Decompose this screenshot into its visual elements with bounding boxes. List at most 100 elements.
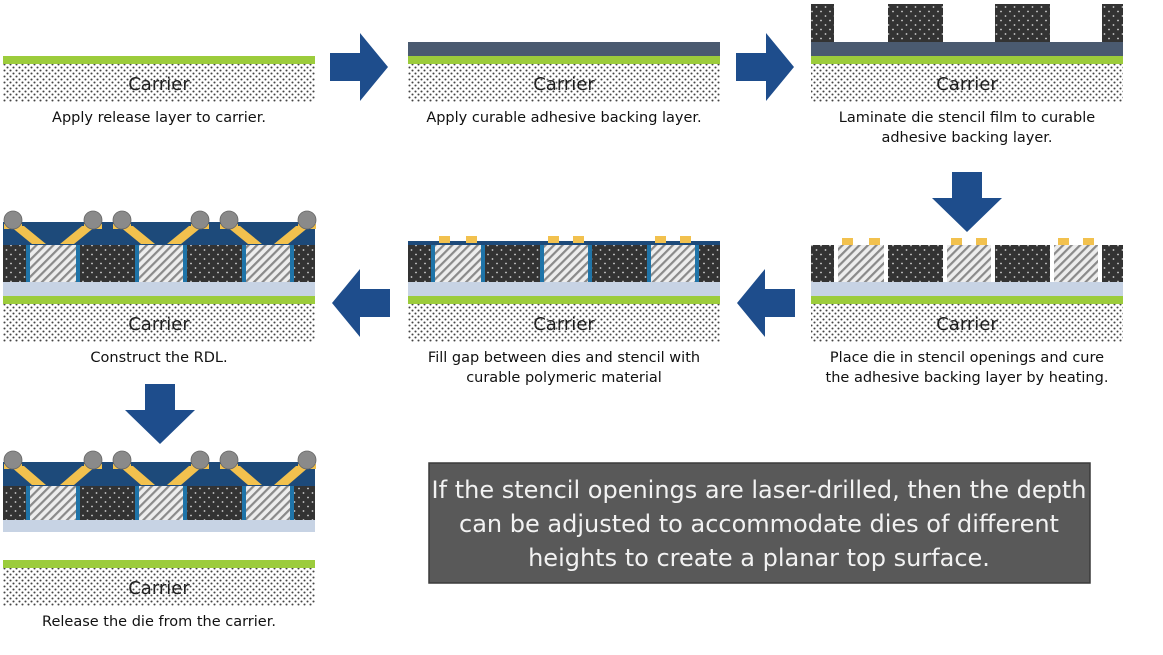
stencil-block (294, 486, 315, 520)
stencil-block (811, 4, 834, 42)
release-layer (408, 56, 720, 64)
solder-bump (3, 450, 23, 470)
rdl-trace (274, 466, 310, 485)
carrier-label: Carrier (936, 314, 998, 335)
die (139, 486, 183, 520)
die (838, 245, 884, 282)
solder-bump (190, 210, 210, 230)
gap-fill (183, 245, 187, 282)
arrow-right-icon (736, 33, 794, 101)
solder-bump (83, 450, 103, 470)
stencil-block (3, 245, 26, 282)
gap-fill (183, 486, 187, 520)
step-3-caption-line-1: Laminate die stencil film to curable (839, 110, 1095, 126)
stencil-block (888, 245, 943, 282)
die (947, 245, 991, 282)
process-arrows (125, 33, 1002, 444)
rdl-trace (167, 466, 203, 485)
rdl-trace (119, 466, 155, 485)
rdl-trace (119, 226, 155, 244)
note-line-1: If the stencil openings are laser-drille… (432, 476, 1087, 504)
step-2-caption-line-1: Apply curable adhesive backing layer. (426, 110, 701, 126)
note-line-3: heights to create a planar top surface. (528, 544, 990, 572)
die-pad (439, 236, 450, 243)
die (30, 245, 76, 282)
step-6-caption-line-1: Construct the RDL. (90, 350, 227, 366)
gap-fill (135, 486, 139, 520)
stencil-block (187, 486, 242, 520)
stencil-block (187, 245, 242, 282)
step-4-caption-line-1: Place die in stencil openings and cure (830, 350, 1104, 366)
die-pad (466, 236, 477, 243)
stencil-block (995, 4, 1050, 42)
gap-fill (290, 245, 294, 282)
stencil-block (888, 4, 943, 42)
gap-fill (76, 245, 80, 282)
gap-fill (135, 245, 139, 282)
rdl-trace (274, 226, 310, 244)
solder-bump (219, 450, 239, 470)
rdl-trace (10, 466, 46, 485)
die (246, 245, 290, 282)
release-layer (811, 296, 1123, 304)
stencil-block (485, 245, 540, 282)
gap-fill (26, 245, 30, 282)
step-4-caption-line-2: the adhesive backing layer by heating. (826, 370, 1109, 386)
carrier-label: Carrier (533, 314, 595, 335)
die (139, 245, 183, 282)
gap-fill (76, 486, 80, 520)
step-5-caption-line-2: curable polymeric material (466, 370, 662, 386)
rdl-trace (60, 466, 96, 485)
release-layer (811, 56, 1123, 64)
stencil-block (592, 245, 647, 282)
arrow-left-icon (737, 269, 795, 337)
carrier (3, 64, 315, 102)
carrier (408, 304, 720, 342)
gap-fill (695, 245, 699, 282)
rdl-trace (60, 226, 96, 244)
gap-fill (431, 245, 435, 282)
gap-fill (540, 245, 544, 282)
die (246, 486, 290, 520)
die-pad (869, 238, 880, 245)
carrier-label: Carrier (128, 74, 190, 95)
rdl-trace (226, 466, 262, 485)
die-pad (548, 236, 559, 243)
note-background (428, 462, 1091, 584)
stencil-block (408, 245, 431, 282)
rdl-trace (167, 226, 203, 244)
gap-fill (481, 245, 485, 282)
carrier (3, 568, 315, 606)
release-layer (408, 296, 720, 304)
stencil-block (811, 245, 834, 282)
solder-bump (219, 210, 239, 230)
die (30, 486, 76, 520)
carrier-label: Carrier (936, 74, 998, 95)
solder-bump (190, 450, 210, 470)
adhesive-backing-layer (408, 42, 720, 56)
solder-bump (83, 210, 103, 230)
release-layer (3, 296, 315, 304)
arrow-right-icon (330, 33, 388, 101)
solder-bump (112, 210, 132, 230)
carrier-label: Carrier (128, 578, 190, 599)
rdl-trace (226, 226, 262, 244)
die (435, 245, 481, 282)
step-5-caption-line-1: Fill gap between dies and stencil with (428, 350, 700, 366)
die-pad (951, 238, 962, 245)
die (651, 245, 695, 282)
gap-fill (242, 486, 246, 520)
gap-fill (290, 486, 294, 520)
carrier-label: Carrier (128, 314, 190, 335)
gap-fill (26, 486, 30, 520)
cured-backing-layer (3, 282, 315, 296)
arrow-left-icon (332, 269, 390, 337)
note-line-2: can be adjusted to accommodate dies of d… (459, 510, 1059, 538)
